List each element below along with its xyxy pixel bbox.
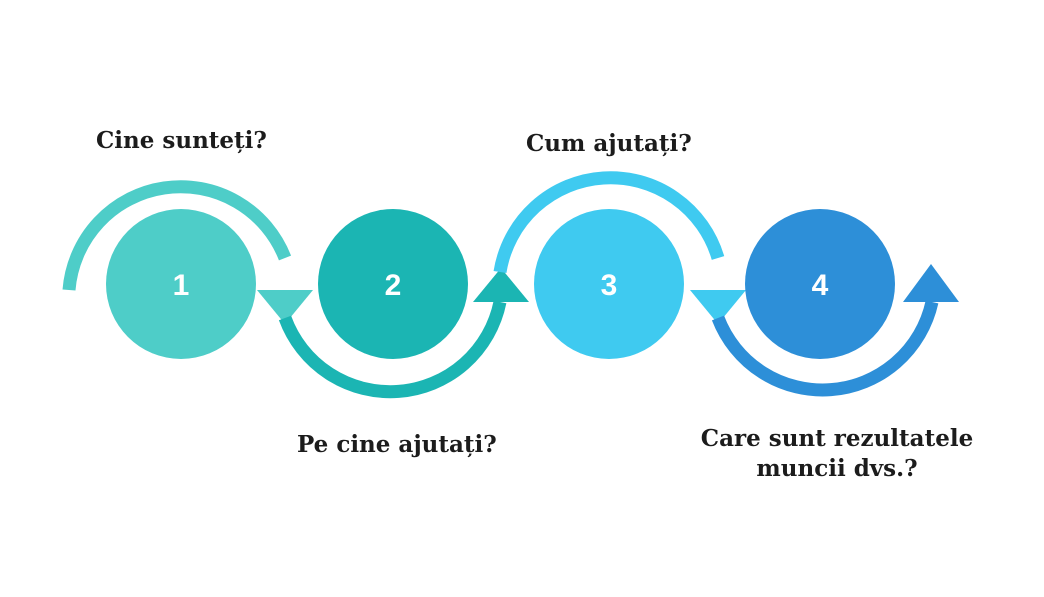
step-4-label: Care sunt rezultatele muncii dvs.? — [698, 424, 976, 484]
step-4-number: 4 — [812, 269, 829, 302]
step-3-circle — [534, 209, 684, 359]
arc-1 — [62, 180, 292, 291]
step-1-number: 1 — [173, 269, 190, 302]
step-2-number: 2 — [385, 269, 402, 302]
step-3-label: Cum ajutați? — [526, 130, 692, 157]
arc-3 — [493, 171, 725, 274]
arc-2 — [278, 300, 507, 399]
step-1-circle — [106, 209, 256, 359]
step-4-label-line-1: Care sunt rezultatele — [700, 425, 974, 452]
arc-4 — [711, 300, 939, 397]
arrowhead-down-1 — [257, 290, 313, 324]
arrowhead-up-2 — [473, 268, 529, 302]
step-1-label: Cine sunteți? — [96, 127, 267, 154]
step-3-number: 3 — [601, 269, 618, 302]
step-2-circle — [318, 209, 468, 359]
step-2-label: Pe cine ajutați? — [297, 431, 497, 458]
step-3-node: 3 — [534, 209, 684, 359]
arrowhead-down-3 — [690, 290, 746, 324]
step-4-node: 4 — [745, 209, 895, 359]
step-4-label-line-2: muncii dvs.? — [756, 454, 918, 482]
arrowhead-up-4 — [903, 264, 959, 302]
step-2-node: 2 — [318, 209, 468, 359]
step-4-circle — [745, 209, 895, 359]
step-1-node: 1 — [106, 209, 256, 359]
